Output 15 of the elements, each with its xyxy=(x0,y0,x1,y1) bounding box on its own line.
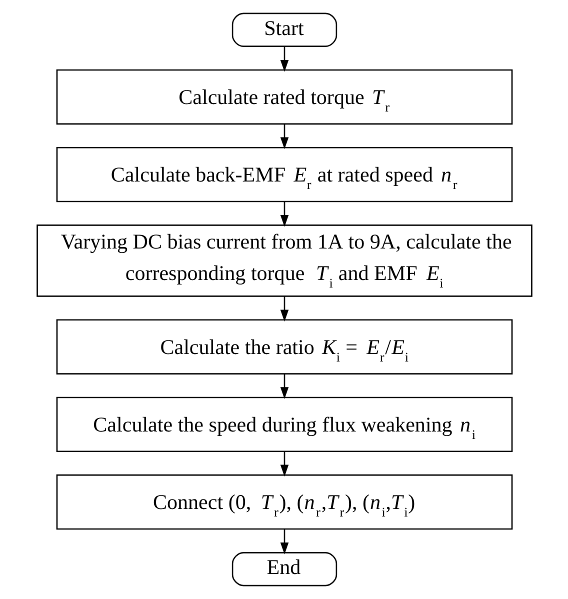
node-box: End xyxy=(231,552,337,586)
arrow xyxy=(280,202,288,227)
arrow xyxy=(280,374,288,399)
node-box: Start xyxy=(231,12,337,47)
node-box: Connect (0, T$_{r}$), (n$_{r}$,T$_{r}$), (n$_{i}$,T$_{i}$) xyxy=(56,474,512,530)
node-box: Calculate the ratio K$_{i}$ = E$_{r}$/E$_{i}$ xyxy=(56,319,512,374)
node-box: Calculate rated torque T$_{r}$ xyxy=(56,69,512,125)
arrow xyxy=(280,46,288,72)
node-box: Calculate back-EMF E$_{r}$ at rated speed n$_{r}$ xyxy=(56,146,512,202)
arrow xyxy=(280,452,288,477)
node-box: Calculate the speed during flux weakening n$_{i}$ xyxy=(56,396,512,452)
arrow xyxy=(280,124,288,150)
arrow xyxy=(280,529,288,554)
arrow xyxy=(280,296,288,322)
node-box: Varying DC bias current from 1A to 9A, calculate the corresponding torque T$_{i}$ and EMF E$_{i}$ xyxy=(36,224,532,297)
